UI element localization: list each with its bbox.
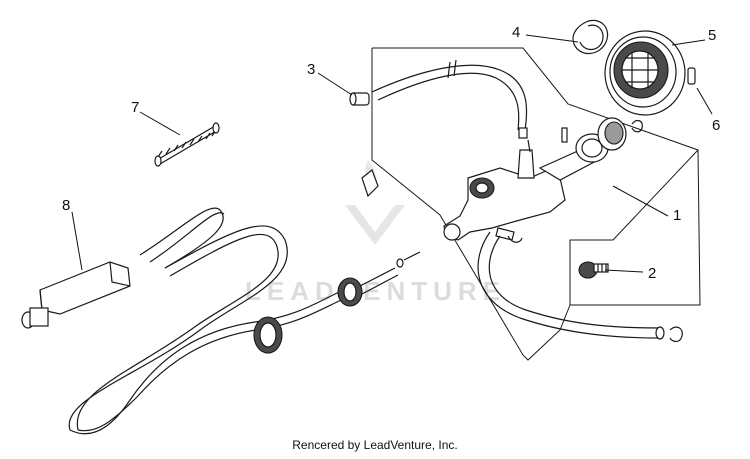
watermark-logo-icon bbox=[345, 205, 405, 245]
lower-hose bbox=[477, 231, 683, 343]
callout-6: 6 bbox=[712, 117, 720, 134]
cable-assembly bbox=[21, 207, 421, 435]
screw bbox=[578, 261, 609, 279]
spring bbox=[154, 122, 220, 167]
callout-3: 3 bbox=[307, 61, 315, 78]
footer-credit: Rencered by LeadVenture, Inc. bbox=[292, 438, 458, 452]
callout-2: 2 bbox=[648, 265, 656, 282]
callout-8: 8 bbox=[62, 197, 70, 214]
assembly-outline bbox=[371, 47, 701, 361]
snap-ring bbox=[572, 19, 609, 55]
upper-hose bbox=[349, 59, 528, 139]
callout-1: 1 bbox=[673, 207, 681, 224]
callout-4: 4 bbox=[512, 24, 520, 41]
watermark: LEADVENTURE bbox=[245, 160, 506, 306]
watermark-text: LEADVENTURE bbox=[245, 276, 506, 306]
pump-body bbox=[361, 117, 643, 243]
pin bbox=[687, 67, 696, 85]
gear-wheel bbox=[604, 30, 686, 116]
callout-7: 7 bbox=[131, 99, 139, 116]
callout-5: 5 bbox=[708, 27, 716, 44]
leader-lines bbox=[71, 34, 713, 273]
